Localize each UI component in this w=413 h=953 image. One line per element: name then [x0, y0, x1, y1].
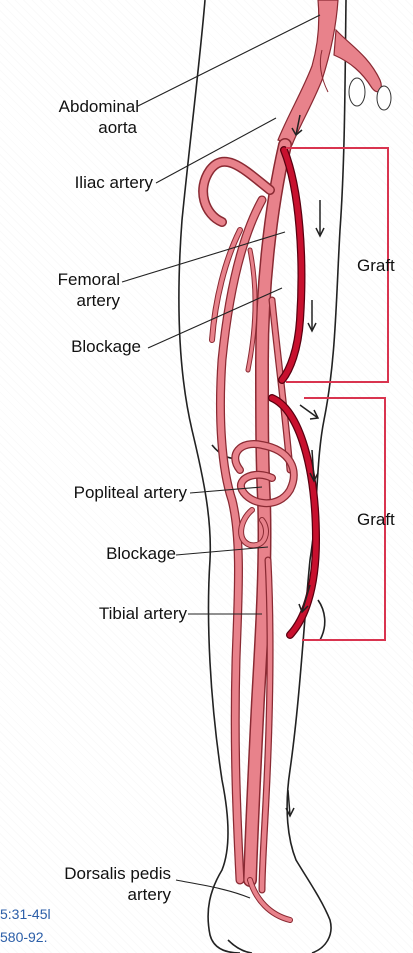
femoral-label-line2: artery [58, 290, 120, 311]
aorta [278, 0, 391, 145]
citation-line1: 5:31-45l [0, 906, 51, 922]
femoral-label-line1: Femoral [58, 269, 120, 290]
abdominal-aorta-label: Abdominal aorta [59, 96, 139, 138]
leg-arteries [203, 145, 294, 920]
femoral-artery-label: Femoral artery [58, 269, 120, 311]
graft-lower-label: Graft [357, 509, 395, 530]
blockage-upper-label: Blockage [71, 336, 141, 357]
blockage-lower-label: Blockage [106, 543, 176, 564]
citation-line2: 580-92. [0, 929, 47, 945]
tibial-artery-label: Tibial artery [99, 603, 187, 624]
abdominal-label-line1: Abdominal [59, 96, 139, 117]
dorsalis-pedis-artery-label: Dorsalis pedis artery [64, 863, 171, 905]
iliac-artery-label: Iliac artery [75, 172, 153, 193]
aorta-label-line2: aorta [59, 117, 139, 138]
dorsalis-label-line1: Dorsalis pedis [64, 863, 171, 884]
dorsalis-label-line2: artery [64, 884, 171, 905]
graft-upper-label: Graft [357, 255, 395, 276]
popliteal-artery-label: Popliteal artery [74, 482, 187, 503]
